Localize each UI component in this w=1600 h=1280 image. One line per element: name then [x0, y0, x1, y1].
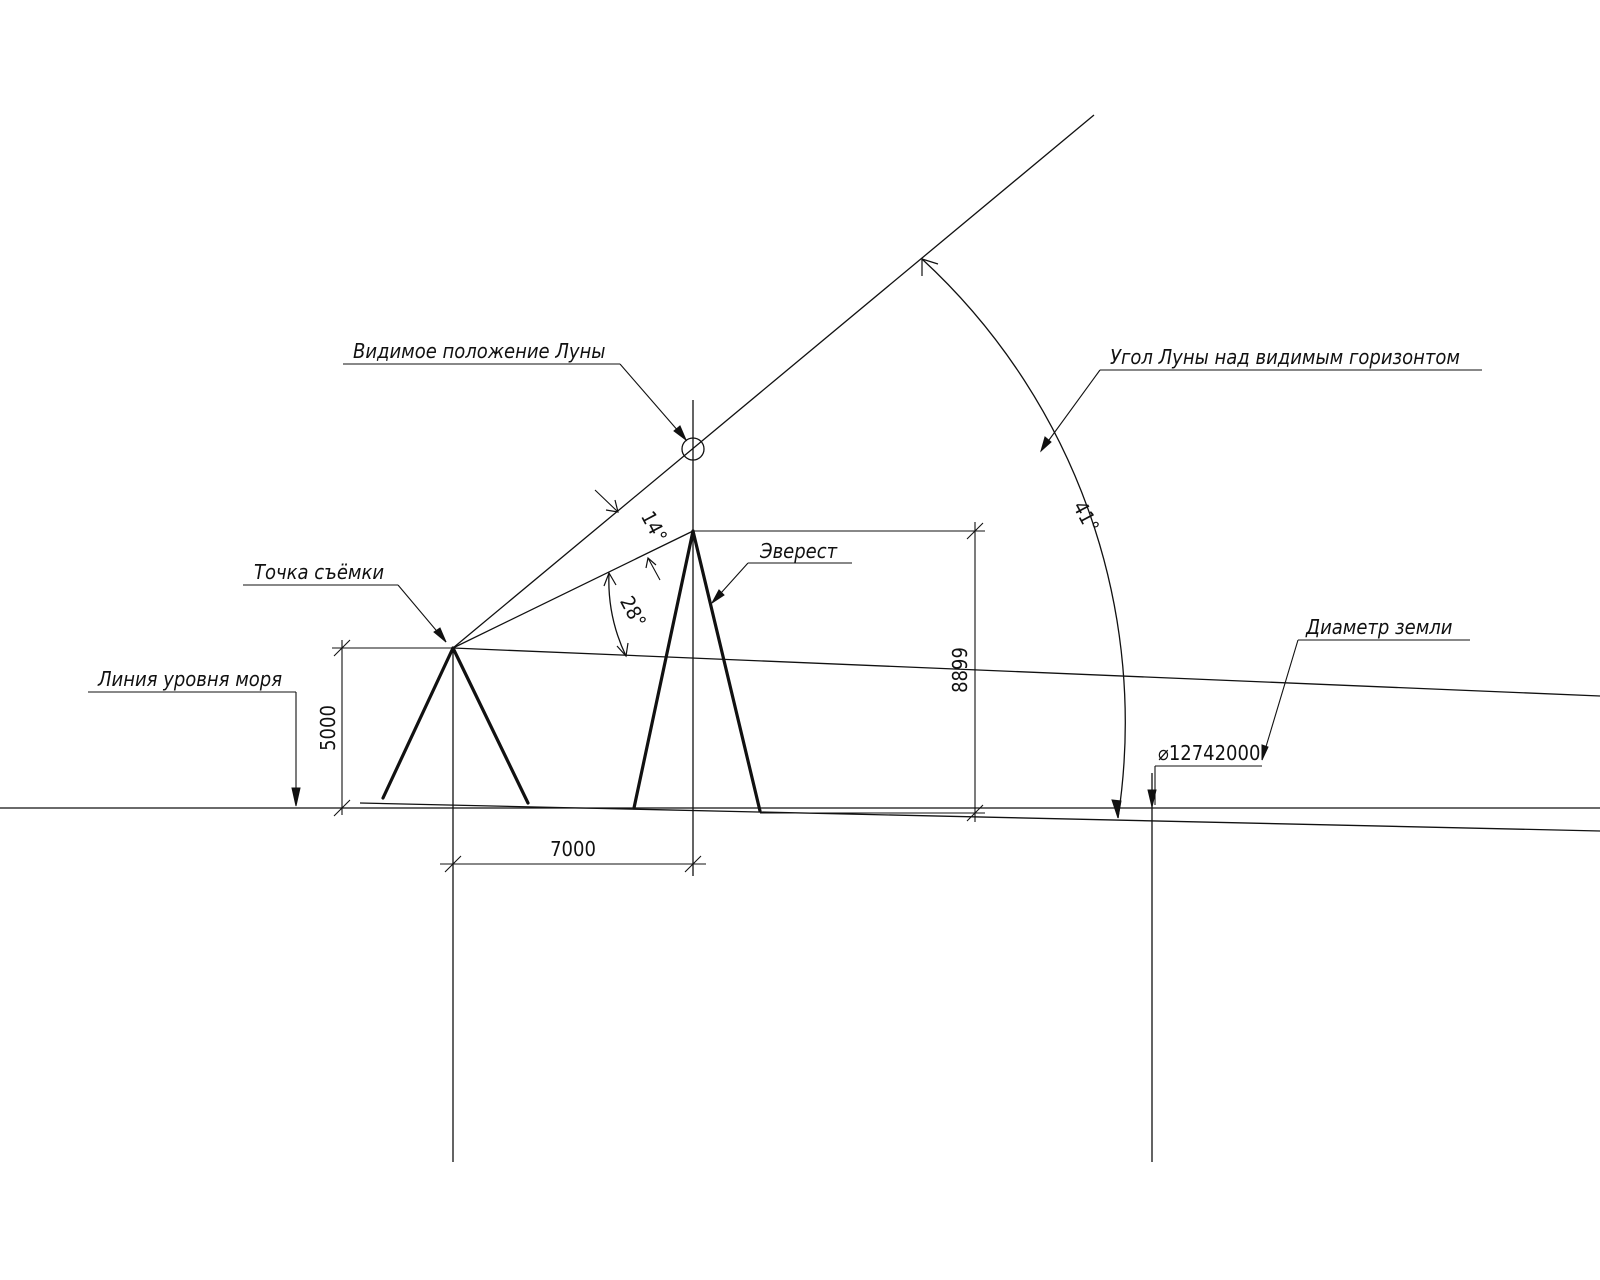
sight-lines: [452, 114, 1095, 649]
dim-everest-height: 8899: [693, 522, 985, 822]
everest-left-slope: [632, 529, 695, 810]
arc-41: [921, 258, 1126, 819]
dim-everest-height-text: 8899: [948, 647, 972, 693]
everest-right-slope: [691, 529, 762, 813]
dim-distance-text: 7000: [550, 837, 596, 861]
angle-28: 28°: [603, 571, 651, 658]
angle-14: 14°: [594, 489, 672, 581]
label-moon-angle: Угол Луны над видимым горизонтом: [1110, 345, 1460, 369]
observer-mountain-right-slope: [451, 646, 530, 805]
everest-sight-line: [452, 530, 694, 649]
observer-mountain: [381, 646, 530, 805]
angle-41: 41°: [921, 258, 1126, 819]
curved-horizon-line: [359, 802, 1600, 832]
arc-28: [608, 572, 627, 657]
leader-everest: Эверест: [711, 539, 852, 604]
dim-observer-height: 5000: [316, 639, 453, 817]
label-shooting-point: Точка съёмки: [254, 560, 384, 584]
everest-mountain: [632, 529, 762, 813]
label-everest: Эверест: [759, 539, 838, 563]
label-sea-level: Линия уровня моря: [97, 667, 282, 691]
dim-distance: 7000: [440, 837, 706, 873]
dim-diameter: ⌀12742000: [1147, 741, 1262, 808]
angle-14-text: 14°: [636, 507, 672, 546]
angle-28-text: 28°: [615, 592, 651, 631]
leader-moon-angle: Угол Луны над видимым горизонтом: [1040, 345, 1482, 453]
leader-moon-position: Видимое положение Луны: [343, 339, 688, 442]
moon-symbol: [681, 437, 705, 461]
label-earth-diameter: Диаметр земли: [1305, 615, 1453, 639]
observer-mountain-left-slope: [381, 646, 455, 800]
leader-shooting-point: Точка съёмки: [243, 560, 447, 643]
label-moon-position: Видимое положение Луны: [353, 339, 606, 363]
leader-sea-level: Линия уровня моря: [88, 667, 301, 807]
dim-diameter-text: ⌀12742000: [1158, 741, 1260, 765]
angle-41-text: 41°: [1068, 497, 1104, 536]
sea-level-lines: [0, 647, 1600, 832]
leader-earth-diameter: Диаметр земли: [1261, 615, 1470, 761]
dim-observer-height-text: 5000: [316, 705, 340, 751]
moon-sight-line: [452, 114, 1095, 649]
vertical-lines: [452, 400, 1153, 1162]
apparent-horizon-line: [452, 647, 1600, 697]
